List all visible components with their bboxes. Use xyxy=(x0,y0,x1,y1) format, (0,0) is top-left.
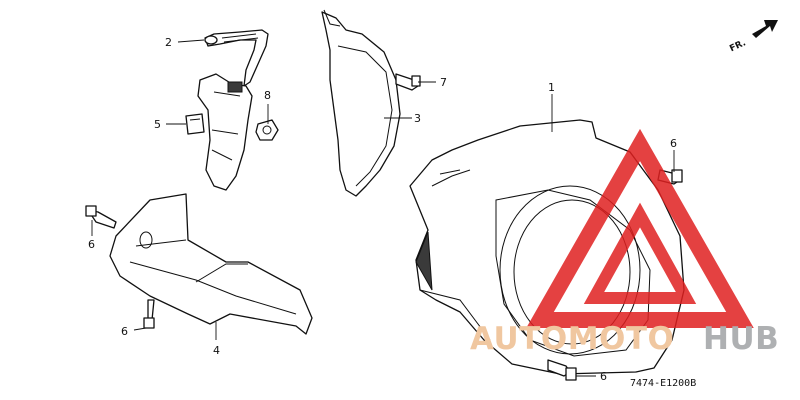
part-8-grommet xyxy=(255,119,279,141)
leader-lines xyxy=(91,39,675,377)
watermark: AUTOMOTO HUB xyxy=(470,128,779,357)
front-label: FR. xyxy=(728,38,747,54)
callout-4: 4 xyxy=(213,344,220,357)
callout-6-left: 6 xyxy=(88,238,95,251)
callout-6-lower-left: 6 xyxy=(121,325,128,338)
watermark-brand-part1: AUTOMOTO xyxy=(470,321,674,357)
part-5-clip-nut xyxy=(185,113,205,135)
callout-1: 1 xyxy=(548,81,555,94)
callout-2: 2 xyxy=(165,36,172,49)
callout-6-upper-right: 6 xyxy=(670,137,677,150)
callout-5: 5 xyxy=(154,118,161,131)
bracket-assembly xyxy=(197,73,253,191)
callout-7: 7 xyxy=(440,76,447,89)
part-6-bolt-left xyxy=(85,205,117,229)
part-6-bolt-lower-left xyxy=(143,299,155,329)
part-3-side-shroud xyxy=(321,9,401,197)
callout-3: 3 xyxy=(414,112,421,125)
front-direction-indicator: FR. xyxy=(728,20,778,54)
part-7-bolt xyxy=(395,73,421,91)
callout-6-bottom: 6 xyxy=(600,370,607,383)
diagram-code: 7474-E1200B xyxy=(630,378,696,389)
part-6-bolt-bottom xyxy=(547,359,577,381)
callout-8: 8 xyxy=(264,89,271,102)
front-arrow-icon xyxy=(752,20,778,38)
part-2-wire-clip xyxy=(204,29,269,87)
watermark-brand-part2: HUB xyxy=(703,321,779,357)
part-4-lower-shroud xyxy=(109,193,313,335)
watermark-triangle xyxy=(526,128,754,328)
callouts: 1 2 3 4 5 6 6 6 6 7 8 xyxy=(88,36,677,383)
